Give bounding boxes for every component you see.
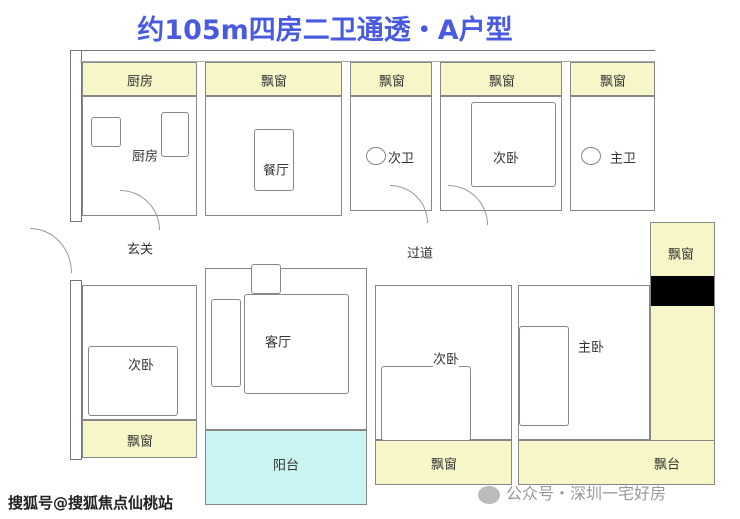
label: 飘窗 (126, 434, 154, 450)
sofa-icon (211, 299, 241, 387)
bedroom-middle: 次卧 (375, 285, 512, 441)
label: 飘窗 (599, 74, 627, 90)
bedroom-top: 次卧 (440, 96, 562, 211)
dining-window: 飘窗 (205, 62, 342, 96)
balcony: 阳台 (205, 430, 367, 505)
label: 飘台 (653, 457, 681, 473)
wechat-icon (478, 485, 500, 504)
wall (80, 50, 655, 62)
entrance-label: 玄关 (126, 242, 154, 258)
bed-icon (519, 326, 569, 426)
bed-icon (381, 366, 471, 441)
bed2-window: 飘窗 (440, 62, 562, 96)
label: 次卫 (387, 151, 415, 167)
wall (70, 50, 82, 222)
toilet-icon (581, 147, 601, 165)
kitchen: 厨房 (82, 96, 197, 216)
label: 次卧 (492, 147, 520, 167)
dining-room: 餐厅 (205, 96, 342, 216)
label: 客厅 (264, 335, 292, 351)
armchair-icon (251, 264, 281, 294)
master-bedroom: 主卧 (518, 285, 650, 440)
stove-icon (91, 117, 121, 147)
bedroom-middle-window: 飘窗 (375, 440, 512, 485)
label: 厨房 (131, 149, 159, 165)
wall (70, 280, 82, 460)
label: 餐厅 (262, 159, 290, 179)
bath2-window: 飘窗 (350, 62, 432, 96)
master-bath: 主卫 (570, 96, 655, 211)
label: 主卫 (609, 151, 637, 167)
black-bar (651, 276, 714, 306)
corridor-label: 过道 (406, 246, 434, 262)
kitchen-window: 厨房 (82, 62, 197, 96)
rug (244, 294, 349, 394)
bed-icon (471, 102, 556, 187)
label: 飘窗 (378, 74, 406, 90)
right-window: 飘窗 (650, 222, 715, 442)
label: 飘窗 (488, 74, 516, 90)
label: 次卧 (127, 354, 155, 374)
bedroom-left-window: 飘窗 (82, 420, 197, 458)
master-bath-window: 飘窗 (570, 62, 655, 96)
watermark: 公众号・深圳一宅好房 (478, 480, 666, 504)
sink-icon (161, 112, 189, 157)
label: 次卧 (432, 348, 460, 368)
label: 阳台 (272, 458, 300, 474)
watermark-text: 公众号・深圳一宅好房 (506, 484, 667, 503)
label: 飘窗 (260, 74, 288, 90)
toilet-icon (366, 147, 386, 165)
label: 主卧 (577, 340, 605, 356)
entrance-door (30, 228, 72, 273)
bedroom-left: 次卧 (82, 285, 197, 420)
source-caption: 搜狐号@搜狐焦点仙桃站 (8, 494, 174, 512)
label: 飘窗 (667, 247, 695, 263)
page-title: 约105m四房二卫通透・A户型 (137, 15, 513, 46)
label: 飘窗 (430, 457, 458, 473)
living-room: 客厅 (205, 264, 367, 430)
master-bay-platform: 飘台 (518, 440, 715, 485)
label: 厨房 (126, 74, 154, 90)
